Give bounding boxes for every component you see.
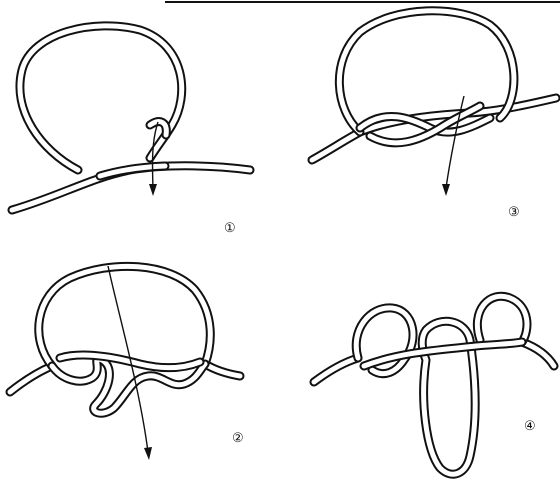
step-3-label: ③	[508, 205, 520, 220]
step-2-figure	[10, 266, 240, 460]
step-3-figure	[312, 11, 556, 196]
step-4-label: ④	[524, 419, 536, 434]
step-4-figure	[314, 296, 554, 474]
step-2-label: ②	[232, 431, 244, 446]
step-1-label: ①	[224, 221, 236, 236]
step-1-figure	[12, 26, 250, 210]
